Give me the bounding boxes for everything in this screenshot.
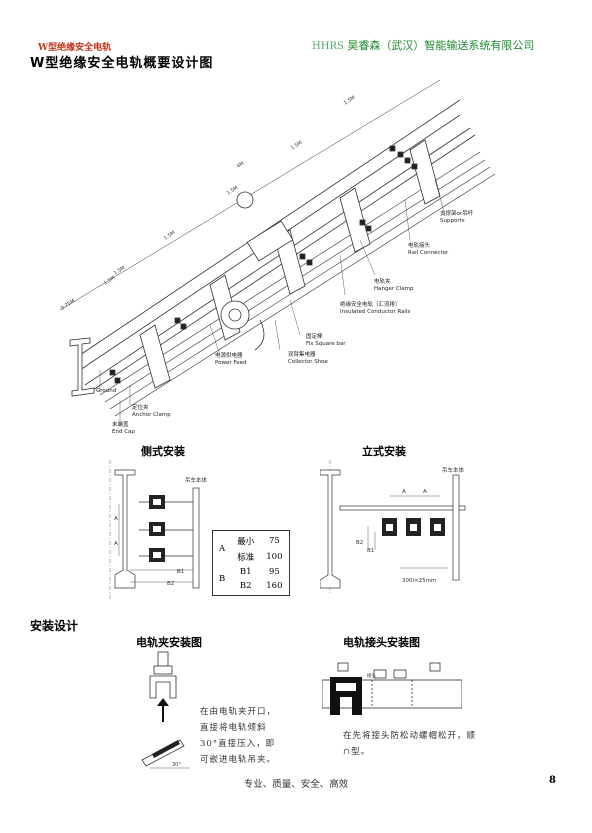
dim-label: 1.5M <box>290 140 304 152</box>
clamp-install-diagram: 30° <box>141 651 190 769</box>
clamp-angle-label: 30° <box>172 762 181 768</box>
spec-row-value: 95 <box>268 567 280 577</box>
joint-install-diagram: 接头 <box>322 662 462 715</box>
side-dim-a1: A <box>114 516 118 522</box>
spec-row-name: 最小 <box>237 537 255 547</box>
page-number: 8 <box>549 775 556 786</box>
footer-slogan: 专业、质量、安全、高效 <box>243 779 349 790</box>
spec-table: A 最小 75 标准 100 B B1 95 B2 160 <box>212 530 290 596</box>
side-install-diagram: 吊车本体 A A B1 B2 <box>109 460 208 600</box>
dim-label: 1.5M <box>103 275 117 287</box>
vertical-crane-label: 吊车本体 <box>442 466 465 474</box>
clamp-install-title: 电轨夹安装图 <box>136 636 202 649</box>
callout-ground: Ground <box>96 388 117 394</box>
dim-label: 0.75M <box>60 298 76 311</box>
header-product-name: W型绝缘安全电轨 <box>38 43 112 53</box>
joint-install-text: 在先将接头防松动螺帽松开，顺 ∩型。 <box>343 731 477 757</box>
dim-label: 1.5M <box>226 185 240 197</box>
joint-install-title: 电轨接头安装图 <box>343 636 420 649</box>
install-design-title: 安装设计 <box>30 619 79 633</box>
spec-b-label: B <box>219 574 226 584</box>
spec-row-name: B2 <box>239 581 252 591</box>
header-company-name: 昊睿森（武汉）智能输送系统有限公司 <box>347 39 535 52</box>
vertical-dim-a2: A <box>423 489 427 495</box>
vertical-install-title: 立式安装 <box>362 445 406 458</box>
spec-row-value: 100 <box>266 552 283 562</box>
side-dim-a2: A <box>114 541 118 547</box>
clamp-install-text: 在由电轨夹开口， 直接将电轨倾斜 30°直接压入，即 可嵌进电轨吊夹。 <box>200 707 277 765</box>
side-install-title: 侧式安装 <box>141 445 185 458</box>
header-company: HHRS 昊睿森（武汉）智能输送系统有限公司 <box>312 37 534 53</box>
vertical-dim-b2: B2 <box>356 540 363 546</box>
vertical-install-diagram: 吊车本体 A A B2 B1 300l×25mm <box>320 460 466 595</box>
main-rail-diagram: 1.5M 1.5M 4M 1.5M 1.5M 1.5M 0.75M 1.5M <box>60 79 496 425</box>
dim-label: 1.5M <box>113 265 127 277</box>
callout-conductor-rails: 绝缘安全电轨（汇流排）Insulated Conductor Rails <box>340 302 411 315</box>
vertical-dim-b1: B1 <box>367 548 374 554</box>
dim-label: 1.5M <box>343 95 357 107</box>
side-dim-b1: B1 <box>177 569 184 575</box>
header-brand: HHRS <box>312 41 344 52</box>
page-title: W型绝缘安全电轨概要设计图 <box>30 56 214 71</box>
spec-row-value: 75 <box>268 536 280 546</box>
dim-label: 1.5M <box>163 230 177 242</box>
side-crane-label: 吊车本体 <box>185 476 208 484</box>
spec-row-name: B1 <box>239 567 252 577</box>
spec-row-value: 160 <box>266 581 283 591</box>
joint-label: 接头 <box>367 672 376 679</box>
dim-label: 4M <box>236 161 246 170</box>
side-dim-b2: B2 <box>167 581 174 587</box>
vertical-bar-label: 300l×25mm <box>402 578 436 584</box>
vertical-dim-a1: A <box>402 489 406 495</box>
spec-a-label: A <box>219 544 226 554</box>
spec-row-name: 标准 <box>237 553 255 563</box>
